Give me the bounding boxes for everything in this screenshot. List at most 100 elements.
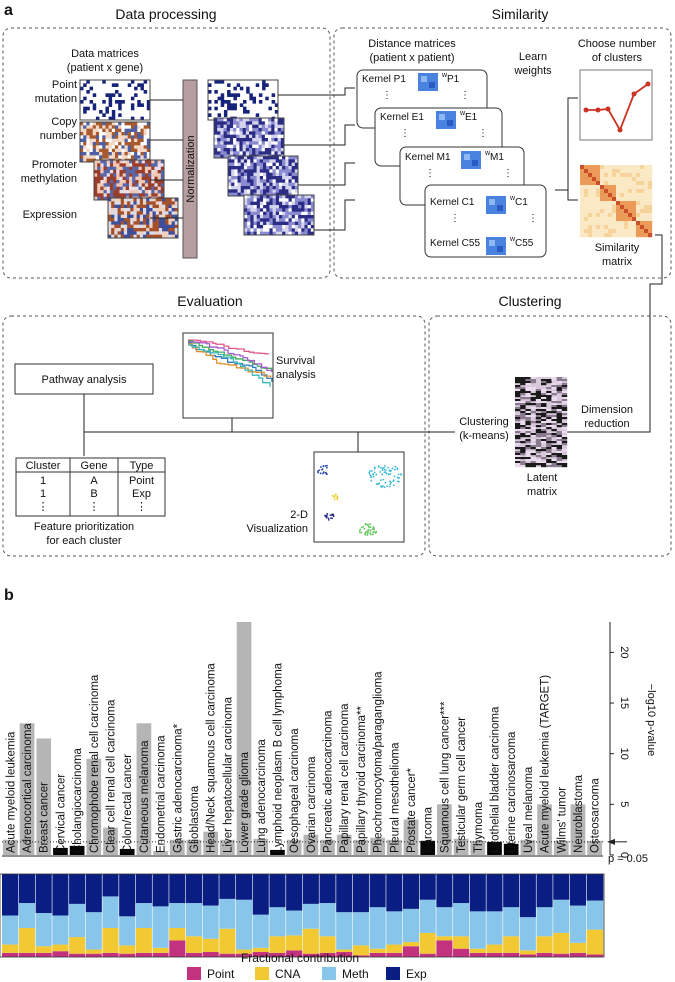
- matrix-cell: [119, 193, 123, 197]
- similarity-cell: [596, 209, 601, 214]
- latent-cell: [561, 455, 568, 458]
- fraction-segment-exp: [235, 874, 253, 900]
- matrix-cell: [242, 118, 247, 122]
- matrix-cell: [108, 201, 112, 205]
- matrix-cell: [253, 198, 258, 202]
- latent-cell: [535, 419, 542, 422]
- fraction-segment-point: [285, 950, 303, 957]
- matrix-cell: [118, 125, 122, 129]
- matrix-cell: [108, 148, 113, 153]
- matrix-cell: [291, 159, 296, 163]
- y-tick-label: 20: [618, 646, 630, 658]
- matrix-cell: [94, 166, 98, 171]
- matrix-cell: [272, 172, 277, 177]
- matrix-cell: [259, 221, 264, 226]
- matrix-cell: [121, 100, 125, 104]
- category-label: Papillary thyroid carcinoma**: [356, 705, 368, 853]
- matrix-cell: [253, 225, 258, 229]
- fraction-segment-exp: [319, 874, 337, 904]
- tsne-point: [375, 531, 378, 534]
- matrix-cell: [123, 228, 128, 232]
- matrix-cell: [294, 176, 299, 180]
- matrix-cell: [149, 224, 153, 229]
- similarity-cell: [636, 233, 641, 238]
- matrix-cell: [247, 201, 251, 206]
- tsne-point: [398, 477, 401, 480]
- matrix-cell: [227, 103, 231, 107]
- fraction-segment-cna: [269, 936, 287, 953]
- tsne-point: [359, 531, 361, 534]
- matrix-cell: [266, 169, 270, 173]
- similarity-cell: [640, 181, 645, 186]
- similarity-cell: [600, 233, 605, 238]
- matrix-cell: [275, 195, 280, 199]
- matrix-cell: [119, 180, 123, 184]
- matrix-cell: [275, 218, 280, 222]
- matrix-cell: [214, 118, 218, 122]
- matrix-cell: [279, 228, 283, 232]
- similarity-cell: [584, 177, 589, 182]
- matrix-cell: [155, 214, 160, 219]
- data-processing-title: Data processing: [115, 6, 216, 22]
- matrix-cell: [130, 80, 135, 84]
- similarity-matrix-sub: matrix: [602, 256, 632, 268]
- similarity-cell: [648, 229, 653, 234]
- matrix-cell: [223, 134, 228, 139]
- matrix-cell: [171, 208, 176, 212]
- pvalue-bar: [169, 839, 185, 855]
- similarity-cell: [600, 193, 605, 198]
- matrix-cell: [228, 166, 232, 170]
- matrix-cell: [94, 190, 98, 194]
- tsne-point: [375, 483, 378, 486]
- matrix-cell: [138, 163, 143, 167]
- matrix-cell: [280, 128, 285, 132]
- matrix-cell: [121, 148, 125, 153]
- latent-cell: [515, 451, 521, 454]
- tsne-point: [396, 467, 399, 469]
- matrix-cell: [114, 204, 118, 209]
- matrix-cell: [149, 198, 153, 202]
- fraction-segment-cna: [569, 942, 587, 953]
- matrix-cell: [301, 195, 305, 199]
- matrix-cell: [157, 190, 162, 194]
- similarity-cell: [628, 217, 633, 222]
- category-label: Testicular germ cell cancer: [456, 717, 468, 853]
- similarity-cell: [592, 229, 597, 234]
- survival-sub: analysis: [276, 369, 316, 381]
- matrix-cell: [115, 152, 119, 156]
- matrix-cell: [155, 234, 160, 239]
- matrix-cell: [264, 151, 269, 155]
- matrix-cell: [277, 121, 282, 125]
- fraction-segment-exp: [68, 874, 86, 904]
- category-label: Clear cell renal cell carcinoma: [106, 699, 118, 853]
- matrix-cell: [89, 128, 94, 133]
- similarity-cell: [640, 209, 645, 214]
- matrix-cell: [275, 159, 280, 163]
- latent-cell: [520, 435, 526, 438]
- similarity-cell: [592, 225, 597, 230]
- weight-symbol: w: [459, 110, 466, 117]
- matrix-cell: [144, 163, 149, 167]
- latent-cell: [541, 425, 547, 428]
- matrix-cell: [304, 215, 308, 219]
- matrix-cell: [263, 169, 267, 173]
- matrix-cell: [149, 211, 153, 215]
- category-label: Pheochromocytoma/paraganglioma: [373, 671, 385, 853]
- matrix-cell: [239, 118, 243, 122]
- similarity-cell: [580, 205, 585, 210]
- similarity-cell: [616, 177, 621, 182]
- latent-cell: [561, 391, 568, 394]
- matrix-cell: [275, 179, 280, 183]
- matrix-cell: [263, 189, 267, 193]
- similarity-cell: [584, 197, 589, 202]
- similarity-cell: [600, 169, 605, 174]
- matrix-cell: [250, 186, 254, 190]
- matrix-cell: [282, 228, 286, 232]
- matrix-cell: [165, 224, 169, 229]
- matrix-cell: [106, 160, 111, 164]
- latent-cell: [530, 377, 536, 380]
- matrix-cell: [266, 162, 270, 167]
- category-label: Wilms' tumor: [556, 787, 568, 853]
- similarity-cell: [596, 217, 601, 222]
- matrix-cell: [217, 124, 221, 129]
